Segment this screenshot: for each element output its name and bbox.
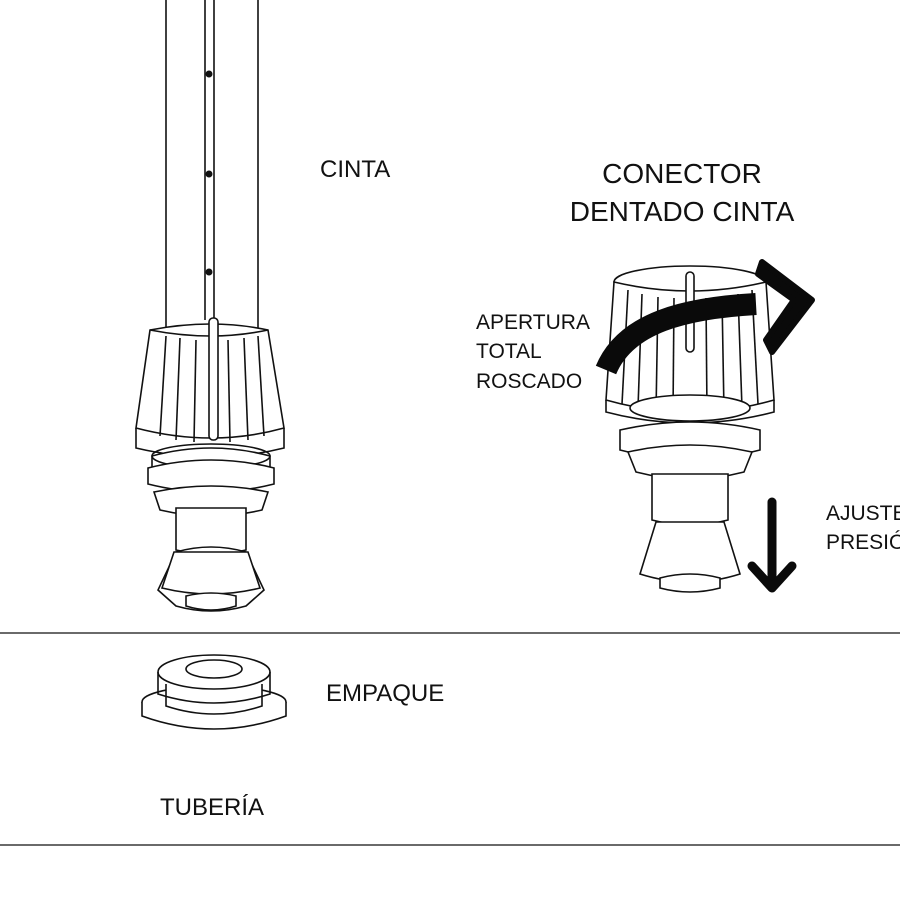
label-ajuste: AJUSTE PRESIÓN [826, 499, 900, 558]
label-conector-line1: CONECTOR [602, 158, 762, 189]
emitter-hole [205, 170, 213, 178]
connector-standalone [605, 265, 775, 593]
label-apertura-line2: TOTAL [476, 340, 542, 364]
label-tuberia: TUBERÍA [160, 794, 265, 821]
emitter-hole [205, 268, 213, 276]
label-apertura-line1: APERTURA [476, 311, 590, 334]
arrow-down-icon [747, 497, 797, 593]
label-apertura: APERTURA TOTAL ROSCADO [476, 308, 590, 396]
drip-tape [165, 0, 259, 328]
emitter-hole [205, 70, 213, 78]
label-empaque: EMPAQUE [326, 680, 445, 707]
label-ajuste-line1: AJUSTE [826, 502, 900, 525]
label-conector-line2: DENTADO CINTA [569, 195, 795, 227]
curved-arrow-right-icon [595, 259, 815, 375]
label-ajuste-line2: PRESIÓN [826, 531, 900, 555]
connector-installed [135, 317, 285, 612]
gasket [141, 654, 287, 730]
label-conector: CONECTOR DENTADO CINTA [562, 155, 802, 231]
label-apertura-line3: ROSCADO [476, 369, 583, 393]
label-cinta: CINTA [320, 156, 391, 183]
